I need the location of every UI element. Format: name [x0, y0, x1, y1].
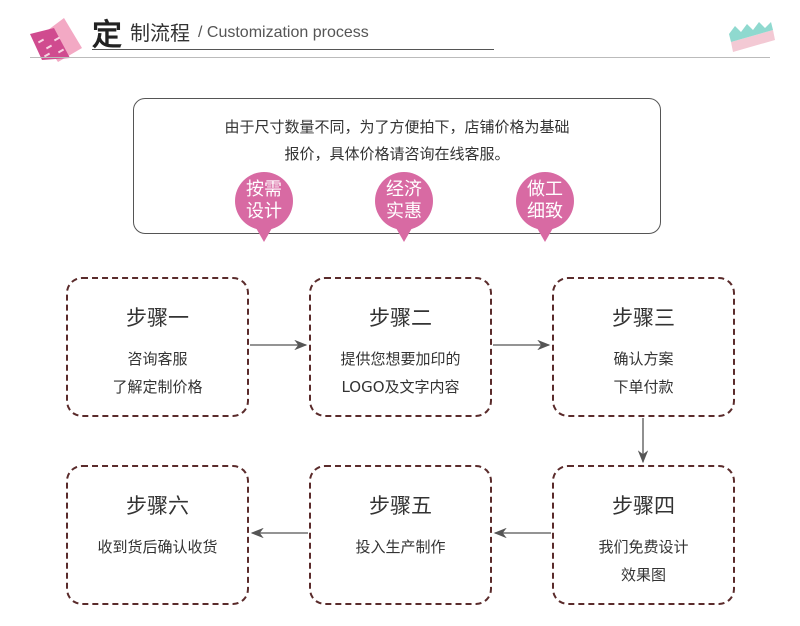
step-title: 步骤一 [126, 306, 189, 330]
badge-craft: 做工 细致 [516, 172, 574, 230]
badge-line: 实惠 [386, 201, 422, 222]
badge-line: 设计 [246, 201, 282, 222]
header-underline [92, 49, 494, 50]
badge-line: 做工 [527, 179, 563, 200]
pricing-note-line: 报价，具体价格请咨询在线客服。 [284, 145, 510, 163]
step-desc: 投入生产制作 [355, 538, 446, 556]
pricing-note-text: 由于尺寸数量不同，为了方便拍下，店铺价格为基础 报价，具体价格请咨询在线客服。 [133, 114, 661, 168]
zigzag-decoration-icon [729, 22, 775, 52]
badge-line: 按需 [246, 179, 282, 200]
step-desc: 确认方案 [613, 350, 674, 368]
step-title: 步骤五 [369, 494, 432, 518]
badge-economy: 经济 实惠 [375, 172, 433, 230]
step-6-box: 步骤六 收到货后确认收货 [66, 465, 249, 605]
step-desc: 效果图 [620, 566, 666, 584]
step-title: 步骤六 [126, 494, 189, 518]
header-subtitle: / Customization process [198, 24, 369, 41]
step-desc: 下单付款 [613, 378, 674, 396]
step-title: 步骤四 [612, 494, 675, 518]
step-5-box: 步骤五 投入生产制作 [309, 465, 492, 605]
badge-design: 按需 设计 [235, 172, 293, 230]
step-desc: 了解定制价格 [112, 378, 203, 396]
step-2-box: 步骤二 提供您想要加印的 LOGO及文字内容 [309, 277, 492, 417]
step-title: 步骤二 [369, 306, 432, 330]
step-desc: LOGO及文字内容 [341, 378, 460, 396]
step-title: 步骤三 [612, 306, 675, 330]
badge-line: 细致 [527, 201, 563, 222]
pricing-note-line: 由于尺寸数量不同，为了方便拍下，店铺价格为基础 [224, 118, 570, 136]
step-4-box: 步骤四 我们免费设计 效果图 [552, 465, 735, 605]
step-desc: 收到货后确认收货 [97, 538, 218, 556]
header-title: 制流程 [130, 21, 190, 45]
step-1-box: 步骤一 咨询客服 了解定制价格 [66, 277, 249, 417]
badge-line: 经济 [386, 179, 422, 200]
header-title-big: 定 [92, 18, 122, 53]
header-divider [30, 57, 770, 58]
step-desc: 咨询客服 [127, 350, 188, 368]
step-desc: 提供您想要加印的 [340, 350, 461, 368]
step-3-box: 步骤三 确认方案 下单付款 [552, 277, 735, 417]
header-decoration-icon [30, 18, 82, 62]
step-desc: 我们免费设计 [598, 538, 689, 556]
